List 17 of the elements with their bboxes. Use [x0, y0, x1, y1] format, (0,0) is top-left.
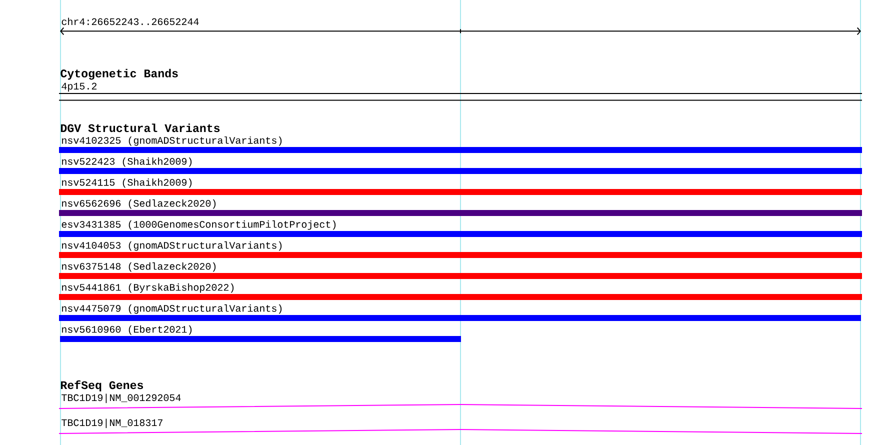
feature-label: nsv4475079 (gnomADStructuralVariants) [62, 304, 282, 314]
feature-label: esv3431385 (1000GenomesConsortiumPilotProject) [62, 220, 336, 230]
track-title: RefSeq Genes [61, 380, 144, 392]
feature-label: nsv4102325 (gnomADStructuralVariants) [62, 136, 282, 146]
feature-label: nsv5441861 (ByrskaBishop2022) [62, 283, 234, 293]
track-title: DGV Structural Variants [60, 124, 220, 132]
gene-label: TBC1D19|NM_001292054 [62, 394, 181, 404]
feature-label: nsv5610960 (Ebert2021) [62, 325, 192, 335]
feature-label: nsv6375148 (Sedlazeck2020) [62, 262, 216, 272]
feature-label: nsv4104053 (gnomADStructuralVariants) [62, 241, 282, 251]
feature-label: nsv6562696 (Sedlazeck2020) [62, 199, 216, 209]
gene-label: TBC1D19|NM_018317 [62, 418, 162, 428]
location-label: chr4:26652243..26652244 [62, 18, 199, 26]
feature-label: nsv524115 (Shaikh2009) [62, 178, 192, 188]
feature-label: nsv522423 (Shaikh2009) [62, 157, 192, 167]
track-title: Cytogenetic Bands [60, 68, 178, 80]
band-label: 4p15.2 [62, 82, 96, 92]
